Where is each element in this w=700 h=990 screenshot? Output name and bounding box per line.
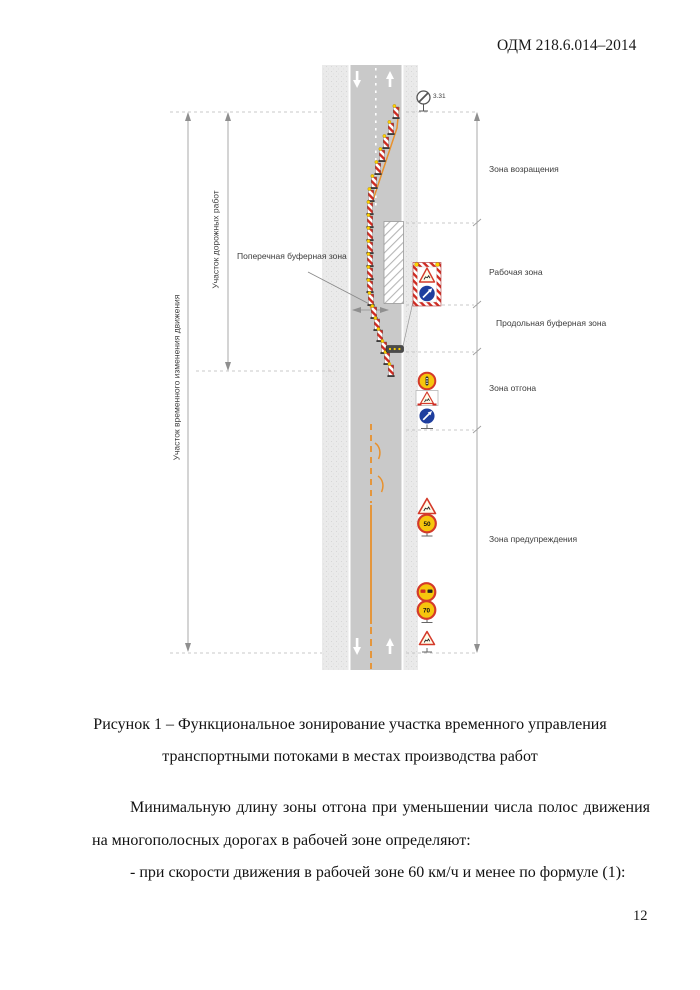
zone-label-warning: Зона предупреждения	[489, 534, 578, 544]
sign-detour-direction-icon	[418, 407, 436, 425]
page-number: 12	[633, 908, 648, 924]
sign-no-overtaking-icon	[416, 582, 437, 602]
callout-leader-line	[307, 271, 378, 309]
section-label-road-works: Участок дорожных работ	[210, 190, 221, 289]
sign-traffic-signal-circle-icon	[417, 371, 437, 391]
speed-limit-value: 70	[423, 608, 431, 615]
sign-roadworks-panel-icon	[415, 390, 439, 406]
road-shoulder-right	[404, 65, 418, 670]
edge-line-left	[348, 65, 351, 670]
paragraph-taper-length: Минимальную длину зоны отгона при уменьш…	[92, 799, 650, 849]
zone-label-taper: Зона отгона	[489, 383, 537, 393]
merge-arrow-marking	[374, 442, 381, 460]
lane-arrows	[353, 71, 394, 655]
lane-arrow-down-icon	[353, 71, 361, 88]
arrow-board-sign	[385, 345, 404, 353]
mobile-sign-board	[412, 262, 442, 307]
speed-limit-value: 50	[423, 521, 431, 528]
body-text: Минимальную длину зоны отгона при уменьш…	[92, 792, 650, 890]
sign-roadworks-triangle-icon	[418, 267, 436, 283]
figure-caption-line1: Рисунок 1 – Функциональное зонирование у…	[93, 716, 607, 733]
callout-transverse-buffer: Поперечная буферная зона	[237, 251, 347, 261]
warning-lamp-icon	[414, 262, 419, 267]
document-code: ОДМ 218.6.014–2014	[497, 37, 637, 54]
paragraph-speed-formula: - при скорости движения в рабочей зоне 6…	[130, 864, 626, 881]
sign-speed-limit-50-icon: 50	[417, 513, 437, 534]
sign-group-warning-70: 70	[416, 582, 437, 623]
zone-label-longitudinal-buffer: Продольная буферная зона	[496, 318, 607, 328]
construction-lines	[170, 111, 477, 654]
section-label-temporary-change: Участок временного изменения движения	[171, 294, 182, 461]
zone-label-work: Рабочая зона	[489, 267, 543, 277]
edge-line-right	[401, 65, 404, 670]
road	[322, 65, 418, 670]
sign-speed-limit-70-icon: 70	[416, 600, 437, 620]
sign-roadworks-triangle-icon	[418, 630, 436, 653]
sign-331-end-restrictions-icon	[416, 90, 431, 112]
figure-caption: Рисунок 1 – Функциональное зонирование у…	[0, 709, 700, 773]
dimension-lines	[185, 112, 482, 653]
carriageway	[348, 65, 404, 670]
sign-group-taper-zone	[415, 371, 439, 429]
lane-arrow-up-icon	[386, 638, 394, 654]
figure-caption-line2: транспортными потоками в местах производ…	[162, 748, 538, 765]
work-zone-area	[383, 221, 404, 304]
sign-detour-direction-icon	[418, 284, 436, 303]
lane-arrow-up-icon	[386, 71, 394, 87]
warning-lamp-icon	[435, 262, 440, 267]
sign-group-warning-50: 50	[417, 497, 437, 537]
lane-arrow-down-icon	[353, 638, 361, 655]
merge-arrow-marking	[377, 475, 384, 493]
sign-331-label: 3.31	[433, 93, 446, 100]
road-shoulder-left	[322, 65, 348, 670]
zone-label-return: Зона возращения	[489, 164, 559, 174]
sign-roadworks-triangle-icon	[417, 497, 437, 515]
